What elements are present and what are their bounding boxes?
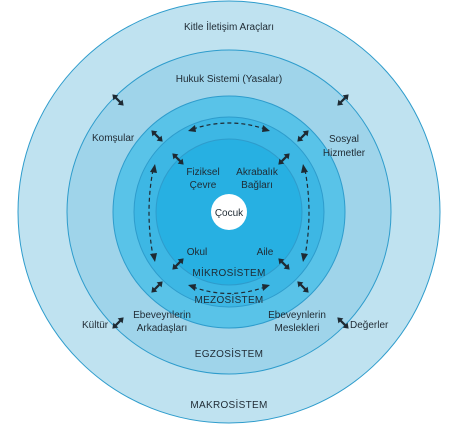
mezo-dashed-arrowhead xyxy=(301,253,308,262)
akrabalik-label-1: Akrabalık xyxy=(236,167,279,178)
makrosistem-label: MAKROSİSTEM xyxy=(190,398,267,411)
mezosistem-label: MEZOSİSTEM xyxy=(194,293,263,306)
makro-top-label: Kitle İletişim Araçları xyxy=(184,20,274,33)
mikrosistem-label: MİKROSİSTEM xyxy=(192,266,265,279)
mezo-dashed-arrowhead xyxy=(262,125,270,132)
sosyal-hizmetler-label-1: Sosyal xyxy=(329,134,359,145)
mezo-dashed-arc-right xyxy=(304,169,310,257)
child-center-circle xyxy=(211,194,247,230)
akrabalik-label-2: Bağları xyxy=(241,180,273,191)
fiziksel-cevre-label-2: Çevre xyxy=(190,180,217,191)
ekzo-top-label: Hukuk Sistemi (Yasalar) xyxy=(176,74,283,85)
aile-label: Aile xyxy=(257,247,274,258)
mezo-dashed-arrowhead xyxy=(188,125,196,132)
mezo-dashed-arrowhead xyxy=(150,164,157,173)
mezo-dashed-arrowhead xyxy=(150,253,157,262)
fiziksel-cevre-label-1: Fiziksel xyxy=(186,167,219,178)
ebeveyn-meslekleri-label-1: Ebeveynlerin xyxy=(268,310,326,321)
mezo-dashed-arrowhead xyxy=(301,164,308,173)
mezo-dashed-arc-left xyxy=(148,169,154,257)
ebeveyn-arkadaslari-label-2: Arkadaşları xyxy=(137,323,188,334)
mezo-dashed-arc-bottom xyxy=(192,286,266,295)
egzosistem-label: EGZOSİSTEM xyxy=(195,347,264,360)
komsular-label: Komşular xyxy=(92,133,135,144)
mezo-dashed-arrowhead xyxy=(262,284,270,291)
child-label: Çocuk xyxy=(215,208,244,219)
mezo-dashed-arrowhead xyxy=(188,284,196,291)
okul-label: Okul xyxy=(187,247,208,258)
kultur-label: Kültür xyxy=(82,320,109,331)
sosyal-hizmetler-label-2: Hizmetler xyxy=(323,148,366,159)
mezo-dashed-arc-top xyxy=(192,122,266,130)
ebeveyn-arkadaslari-label-1: Ebeveynlerin xyxy=(133,310,191,321)
degerler-label: Değerler xyxy=(350,320,389,331)
ebeveyn-meslekleri-label-2: Meslekleri xyxy=(274,323,319,334)
